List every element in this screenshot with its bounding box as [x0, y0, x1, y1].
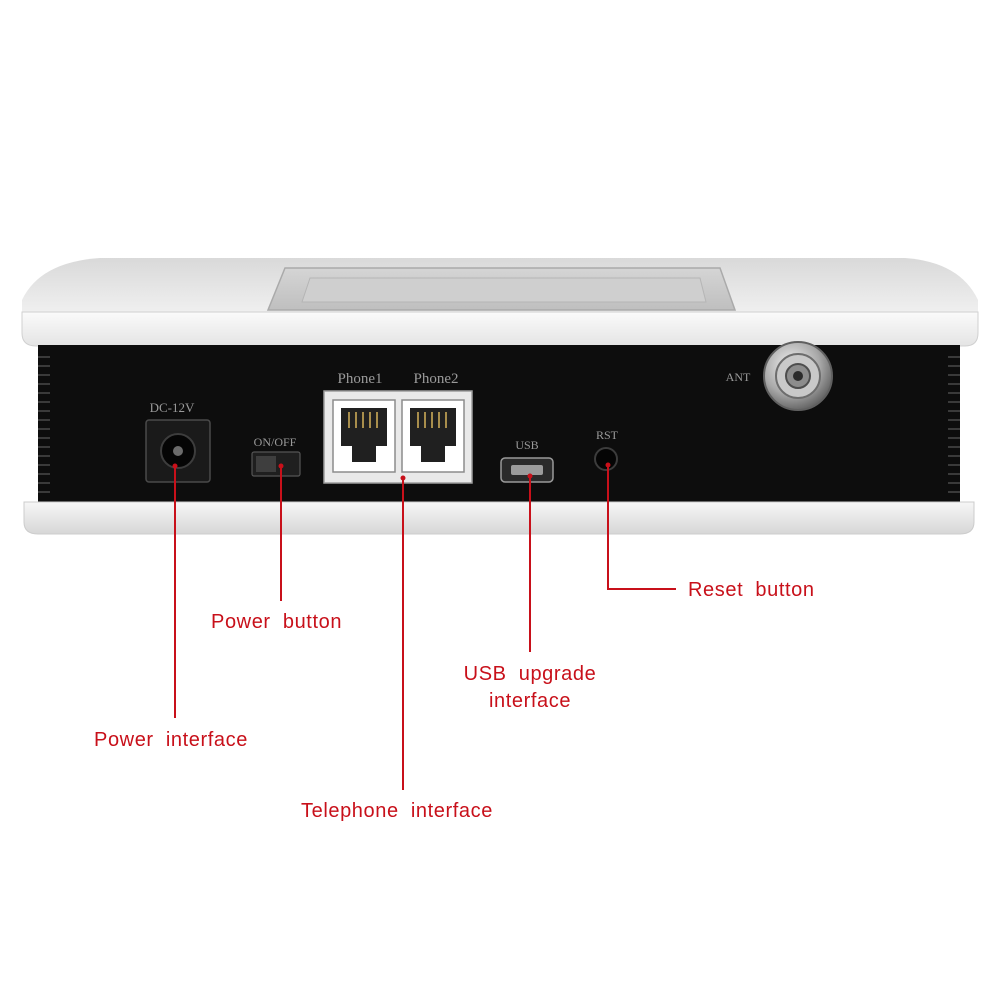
reset-button-line [607, 465, 676, 590]
phone1-port[interactable] [332, 399, 396, 473]
device-base [23, 501, 975, 535]
callout-telephone-interface: Telephone interface [301, 800, 493, 822]
phone1-label: Phone1 [338, 371, 383, 387]
switch-label: ON/OFF [254, 435, 297, 449]
dc-port-label: DC-12V [150, 400, 195, 415]
ant-label: ANT [726, 370, 751, 384]
callout-usb-upgrade-interface: USB upgrade interface [440, 661, 620, 715]
callout-reset-button: Reset button [688, 579, 815, 601]
right-vent [948, 350, 960, 500]
device-lid-edge [21, 311, 979, 347]
callout-power-interface: Power interface [94, 729, 248, 751]
callout-usb-upgrade-line1: USB upgrade [463, 663, 597, 685]
antenna-connector[interactable] [763, 341, 833, 411]
phone2-port[interactable] [401, 399, 465, 473]
rst-label: RST [596, 428, 619, 442]
callout-usb-upgrade-line2: interface [488, 690, 572, 712]
phone2-label: Phone2 [414, 371, 459, 387]
usb-port[interactable] [500, 457, 554, 483]
left-vent [38, 350, 50, 500]
callout-power-button: Power button [211, 611, 343, 633]
reset-hole[interactable] [594, 447, 618, 471]
usb-label: USB [515, 438, 538, 452]
